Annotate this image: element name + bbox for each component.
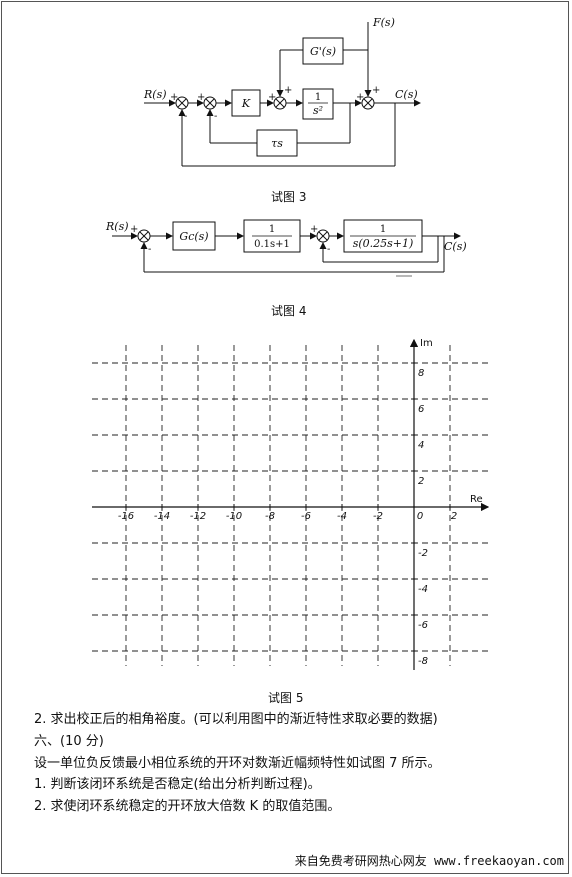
fig4-input-label: R(s) xyxy=(105,220,129,233)
block-g-prime-label: G'(s) xyxy=(310,45,336,58)
y-tick-labels: 8 6 4 2 -2 -4 -6 -8 xyxy=(418,368,428,667)
footer-watermark: 来自免费考研网热心网友 www.freekaoyan.com xyxy=(294,854,564,868)
sign-plus: + xyxy=(170,92,178,103)
y-tick-label: 2 xyxy=(418,476,424,487)
real-axis-label: Re xyxy=(470,494,483,505)
imag-axis-label: Im xyxy=(420,338,433,349)
sign-plus: + xyxy=(268,92,276,103)
y-tick-label: -8 xyxy=(418,656,428,667)
complex-plane-axes xyxy=(92,338,490,670)
y-tick-label: 6 xyxy=(418,404,424,415)
x-tick-label: -6 xyxy=(301,511,311,522)
question-text-line-5: 2. 求使闭环系统稳定的开环放大倍数 K 的取值范围。 xyxy=(34,799,341,814)
x-tick-label: -16 xyxy=(118,511,134,522)
lag-numerator: 1 xyxy=(269,224,275,235)
sign-plus: + xyxy=(130,224,138,235)
fig3-caption: 试图 3 xyxy=(271,190,307,204)
sign-plus: + xyxy=(284,85,292,96)
integrator-numerator: 1 xyxy=(315,92,321,103)
block-integrator xyxy=(302,88,334,120)
sign-plus: + xyxy=(372,85,380,96)
sign-minus: - xyxy=(214,111,217,122)
block-diagram-4 xyxy=(112,219,461,277)
x-tick-label: -10 xyxy=(226,511,242,522)
question-text-line-1: 2. 求出校正后的相角裕度。(可以利用图中的渐近特性求取必要的数据) xyxy=(34,712,438,727)
fig4-output-label: C(s) xyxy=(444,240,467,253)
fig4-caption: 试图 4 xyxy=(271,304,307,318)
sign-plus: + xyxy=(356,92,364,103)
complex-plane-grid xyxy=(92,345,490,666)
x-tick-label: -12 xyxy=(190,511,206,522)
sign-minus: - xyxy=(184,111,187,122)
x-tick-labels: -16 -14 -12 -10 -8 -6 -4 -2 0 2 xyxy=(118,511,457,522)
lag-denominator: 0.1s+1 xyxy=(254,239,290,250)
fig3-input-label: R(s) xyxy=(143,88,167,101)
fig3-disturbance-label: F(s) xyxy=(372,16,395,29)
sign-plus: + xyxy=(310,224,318,235)
x-tick-label: -4 xyxy=(337,511,347,522)
plant-numerator: 1 xyxy=(380,224,386,235)
y-tick-label: -2 xyxy=(418,548,428,559)
x-tick-label: -14 xyxy=(154,511,170,522)
block-g-prime xyxy=(302,37,344,65)
block-tau-s-label: τs xyxy=(271,137,283,150)
x-tick-label: 2 xyxy=(451,511,457,522)
y-tick-label: -6 xyxy=(418,620,428,631)
section-heading: 六、(10 分) xyxy=(34,734,104,749)
sign-plus: + xyxy=(197,92,205,103)
x-tick-label: 0 xyxy=(417,511,423,522)
x-tick-label: -8 xyxy=(265,511,275,522)
question-text-line-3: 设一单位负反馈最小相位系统的开环对数渐近幅频特性如试图 7 所示。 xyxy=(34,756,441,771)
integrator-denominator: s² xyxy=(313,104,323,117)
sign-minus: - xyxy=(148,244,151,255)
axis-ticks xyxy=(125,362,451,652)
y-tick-label: 8 xyxy=(418,368,424,379)
block-k-label: K xyxy=(241,97,251,110)
question-text-line-4: 1. 判断该闭环系统是否稳定(给出分析判断过程)。 xyxy=(34,777,321,792)
plant-denominator: s(0.25s+1) xyxy=(353,237,414,250)
fig3-output-label: C(s) xyxy=(395,88,418,101)
sign-minus: - xyxy=(327,244,330,255)
block-diagram-3 xyxy=(144,22,421,167)
y-tick-label: -4 xyxy=(418,584,428,595)
y-tick-label: 4 xyxy=(418,440,424,451)
fig5-caption: 试图 5 xyxy=(268,691,304,705)
block-gc-label: Gc(s) xyxy=(179,230,208,243)
x-tick-label: -2 xyxy=(373,511,383,522)
